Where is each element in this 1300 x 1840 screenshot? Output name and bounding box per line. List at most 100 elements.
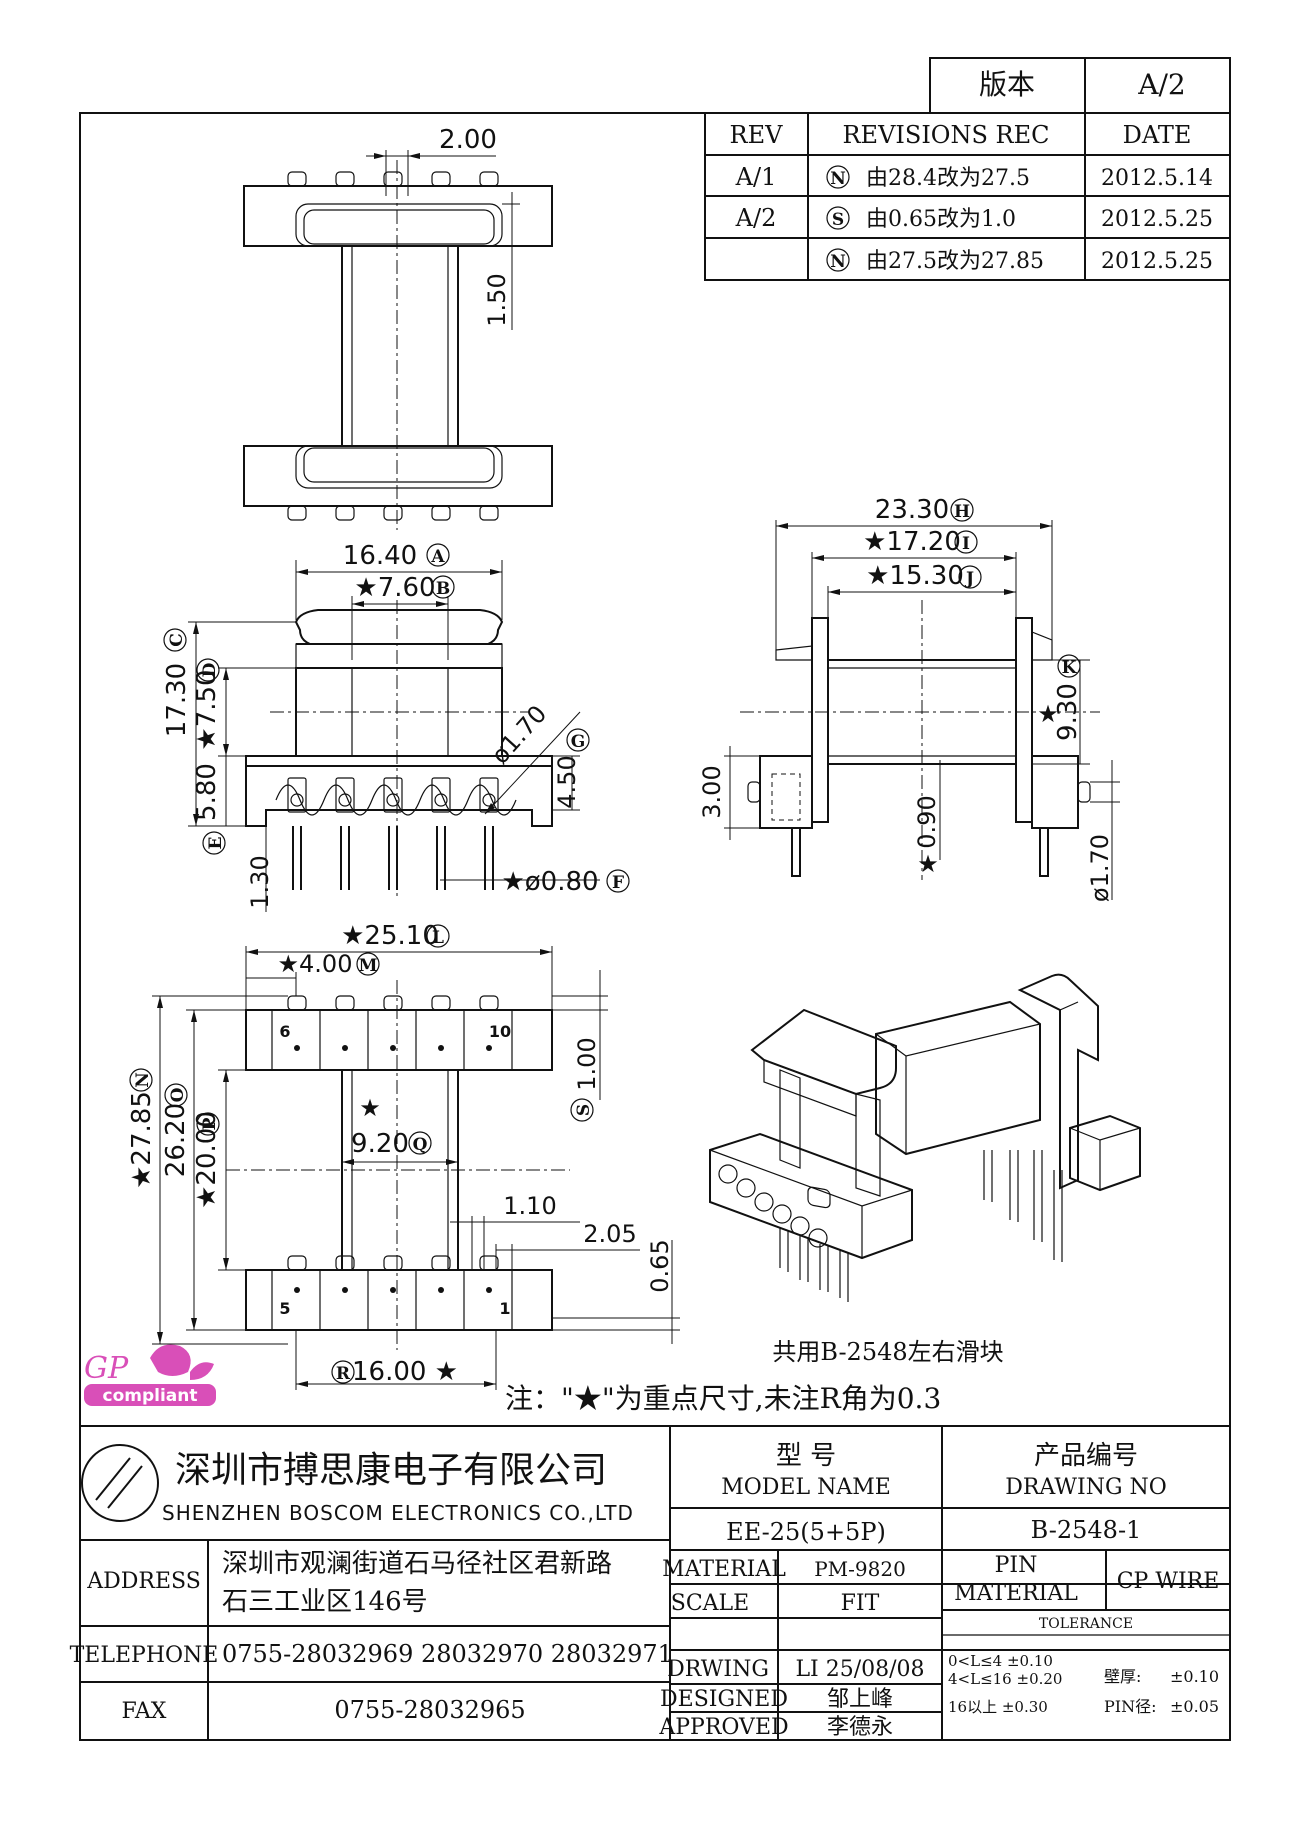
model-label-en: MODEL NAME xyxy=(721,1475,891,1500)
tag-s: S xyxy=(574,1104,594,1116)
rev-row1-rev: A/1 xyxy=(735,163,777,191)
dim-o: 26.20 xyxy=(161,1103,191,1177)
sheet-border xyxy=(79,112,1231,1741)
circle-letter-icon xyxy=(129,1068,153,1092)
pin-material-label-1: PIN xyxy=(995,1553,1038,1578)
general-note: 注："★"为重点尺寸,未注R角为0.3 xyxy=(505,1382,941,1415)
pin-label-10: 10 xyxy=(489,1022,511,1041)
dim-e: 5.80 xyxy=(192,763,222,821)
tag-c: C xyxy=(167,633,187,647)
company-logo-icon xyxy=(81,1444,159,1522)
wall-label: 壁厚: xyxy=(1104,1667,1141,1686)
pin-material-label-2: MATERIAL xyxy=(954,1581,1078,1606)
dim-r: 16.00 ★ xyxy=(352,1357,458,1387)
dim-pin-len: 1.30 xyxy=(246,855,274,908)
circle-letter-icon xyxy=(1057,654,1081,678)
tag-d: D xyxy=(200,662,220,677)
material-label: MATERIAL xyxy=(662,1557,786,1582)
circle-letter-icon xyxy=(331,1360,355,1384)
bottom-view: 6 10 ★ 5 1 xyxy=(127,921,680,1390)
tag-g: G xyxy=(571,732,586,752)
circle-letter-icon xyxy=(826,206,850,230)
circle-letter-icon xyxy=(566,728,590,752)
dim-k: 9.30 xyxy=(1053,683,1083,741)
approved-value: 李德永 xyxy=(827,1715,893,1740)
telephone-label: TELEPHONE xyxy=(70,1643,219,1668)
drawing-label-en: DRAWING NO xyxy=(1005,1475,1167,1500)
tag-f: F xyxy=(612,873,624,893)
address-line1: 深圳市观澜街道石马径社区君新路 xyxy=(222,1549,612,1579)
dim-065: 0.65 xyxy=(646,1239,674,1292)
rev-header-rec: REVISIONS REC xyxy=(842,121,1049,149)
dim-b: ★7.60 xyxy=(354,573,435,603)
circle-letter-icon xyxy=(356,952,380,976)
circle-letter-icon xyxy=(426,924,450,948)
circle-letter-icon xyxy=(958,565,982,589)
dim-i: ★17.20 xyxy=(863,527,961,557)
leaf-icon xyxy=(150,1344,191,1376)
address-line2: 石三工业区146号 xyxy=(222,1587,428,1617)
rev-header-rev: REV xyxy=(730,121,784,149)
top-view: 2.00 1.50 xyxy=(243,125,553,530)
rev-row1-text: 由28.4改为27.5 xyxy=(866,166,1030,191)
dim-g-height: 4.50 xyxy=(553,755,581,808)
circle-letter-icon xyxy=(202,831,226,855)
star-k: ★ xyxy=(1037,700,1059,728)
rev-row3-symbol: N xyxy=(830,252,846,272)
fax-value: 0755-28032965 xyxy=(334,1696,525,1724)
tag-o: O xyxy=(168,1087,188,1102)
wall-value: ±0.10 xyxy=(1170,1667,1219,1686)
version-value: A/2 xyxy=(1137,68,1185,101)
shared-slider-note: 共用B-2548左右滑块 xyxy=(772,1338,1003,1366)
model-label-cn: 型 号 xyxy=(776,1441,836,1471)
tag-e: E xyxy=(206,836,226,849)
fax-label: FAX xyxy=(122,1699,167,1724)
designed-value: 邹上峰 xyxy=(827,1687,893,1712)
circle-letter-icon xyxy=(826,165,850,189)
star-core: ★ xyxy=(359,1094,381,1122)
dim-110: 1.10 xyxy=(503,1192,556,1220)
circle-letter-icon xyxy=(196,1112,220,1136)
dim-pin-pitch: 2.00 xyxy=(439,125,497,155)
dim-q: 9.20 xyxy=(351,1129,409,1159)
pin-label-6: 6 xyxy=(279,1022,290,1041)
address-label: ADDRESS xyxy=(86,1569,201,1594)
rev-row2-date: 2012.5.25 xyxy=(1101,207,1213,232)
pin-dia-value: ±0.05 xyxy=(1170,1697,1219,1716)
dim-s: 1.00 xyxy=(573,1037,601,1090)
rev-row2-symbol: S xyxy=(832,210,844,230)
dim-m: ★4.00 xyxy=(278,950,353,978)
pin-dia-label: PIN径: xyxy=(1104,1697,1156,1716)
tag-l: L xyxy=(432,928,444,948)
tag-q: Q xyxy=(413,1135,428,1155)
model-value: EE-25(5+5P) xyxy=(726,1518,886,1546)
version-label: 版本 xyxy=(979,68,1035,101)
circle-letter-icon xyxy=(408,1131,432,1155)
circle-letter-icon xyxy=(431,575,455,599)
dim-pin-dia: ø1.70 xyxy=(1086,834,1114,902)
tag-r: R xyxy=(336,1364,351,1384)
tag-i: I xyxy=(962,534,970,554)
circle-letter-icon xyxy=(164,1083,188,1107)
dim-n: ★27.85 xyxy=(127,1091,157,1189)
tag-k: K xyxy=(1062,658,1078,678)
tag-n: N xyxy=(133,1072,153,1088)
company-name-cn: 深圳市搏思康电子有限公司 xyxy=(175,1450,607,1491)
drawing-by-value: LI 25/08/08 xyxy=(795,1657,924,1682)
dim-205: 2.05 xyxy=(583,1220,636,1248)
tag-a: A xyxy=(430,547,445,567)
circle-letter-icon xyxy=(826,248,850,272)
designed-label: DESIGNED xyxy=(660,1687,788,1712)
rev-header-date: DATE xyxy=(1123,121,1192,149)
tag-b: B xyxy=(436,579,450,599)
pin-label-1: 1 xyxy=(499,1299,510,1318)
gp-logo-text: GP xyxy=(84,1351,129,1386)
compliant-badge xyxy=(84,1384,216,1406)
tag-m: M xyxy=(359,956,378,976)
rev-row2-rev: A/2 xyxy=(735,204,777,232)
tolerance-label: TOLERANCE xyxy=(1039,1616,1133,1632)
circle-letter-icon xyxy=(570,1098,594,1122)
rev-row1-date: 2012.5.14 xyxy=(1101,166,1213,191)
circle-letter-icon xyxy=(606,869,630,893)
circle-letter-icon xyxy=(950,498,974,522)
